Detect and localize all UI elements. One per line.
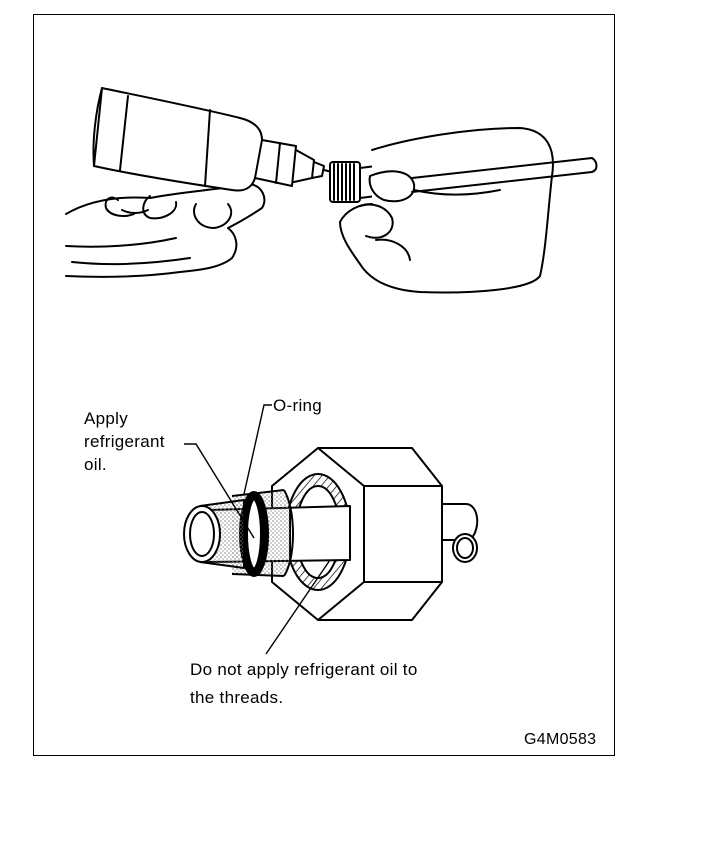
label-o-ring: O-ring — [273, 394, 322, 417]
label-no-oil-threads-line-1: Do not apply refrigerant oil to — [190, 656, 418, 684]
oiling-scene — [66, 88, 597, 292]
fitting-diagram — [184, 448, 477, 620]
leader-o-ring — [244, 405, 272, 494]
pipe-front-end — [184, 500, 244, 568]
oil-bottle — [93, 88, 332, 191]
right-hand — [340, 128, 597, 292]
pipe-end-right — [440, 504, 477, 562]
label-apply-oil: Apply refrigerant oil. — [84, 407, 165, 476]
label-no-oil-threads-line-2: the threads. — [190, 684, 418, 712]
label-apply-oil-line-1: Apply — [84, 407, 165, 430]
figure-code: G4M0583 — [524, 728, 596, 751]
label-no-oil-threads: Do not apply refrigerant oil to the thre… — [190, 656, 418, 712]
label-apply-oil-line-2: refrigerant — [84, 430, 165, 453]
label-apply-oil-line-3: oil. — [84, 453, 165, 476]
left-hand — [66, 184, 264, 277]
